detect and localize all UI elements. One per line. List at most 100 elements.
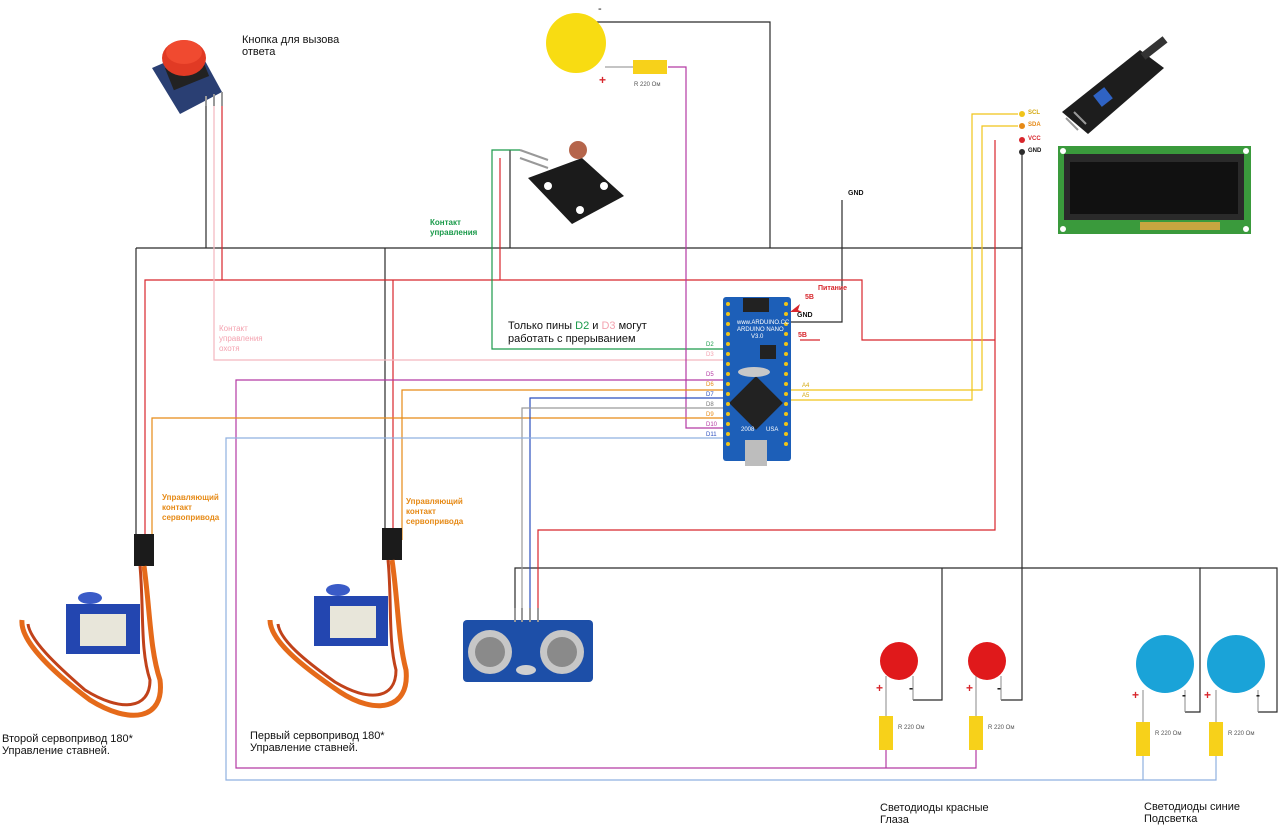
red-leds-caption-line1: Светодиоды красные	[880, 802, 989, 814]
i2c-pin	[1073, 111, 1087, 125]
blue-led-2-plus: +	[1204, 688, 1212, 702]
red-led-1-resistor-label: R 220 Ом	[898, 725, 925, 731]
nano-pin-d10: D10	[706, 422, 718, 428]
power-label-line2: 5В	[805, 294, 814, 301]
nano-pins-right	[784, 302, 788, 446]
ultrasonic-pins	[514, 608, 539, 622]
servo2-connector	[134, 534, 154, 566]
lcd-hole	[1243, 148, 1249, 154]
photoresistor-sensor	[569, 141, 587, 159]
lcd-header	[1140, 222, 1220, 230]
board-text-year: 2008	[741, 427, 755, 433]
blue-led-2-minus: -	[1256, 688, 1260, 702]
photo-hole	[600, 182, 608, 190]
hunt-contact-line3: охотя	[219, 344, 240, 353]
blue-led-2	[1207, 635, 1265, 756]
servo1-caption-line1: Первый сервопривод 180*	[250, 730, 385, 742]
blue-led-1	[1136, 635, 1194, 756]
servo2-caption-line2: Управление ставней.	[2, 745, 110, 757]
nano-pin-d3: D3	[706, 352, 714, 358]
lcd-pin-vcc: VCC	[1028, 136, 1041, 142]
blue-leds-caption-line2: Подсветка	[1144, 813, 1198, 825]
blue-led-2-body	[1207, 635, 1265, 693]
buzzer-resistor	[633, 60, 667, 74]
blue-led-1-resistor	[1136, 722, 1150, 756]
button-cap-top	[166, 40, 202, 64]
gnd-top-label: GND	[848, 190, 864, 197]
red-led-2-resistor-label: R 220 Ом	[988, 725, 1015, 731]
buzzer-minus: -	[598, 3, 602, 15]
photo-signal-wire	[491, 149, 724, 350]
i2c-adapter	[1062, 36, 1168, 134]
photo-hole	[544, 182, 552, 190]
nano-pin-d11: D11	[706, 432, 717, 438]
button-signal-wire	[213, 105, 724, 361]
red-led-2-plus: +	[966, 681, 974, 695]
hunt-contact-line1: Контакт	[219, 324, 248, 333]
interrupt-note-line2: работать с прерыванием	[508, 333, 636, 345]
lcd-hole	[1060, 226, 1066, 232]
photo-contact-line1: Контакт	[430, 218, 461, 227]
red-led-1	[879, 642, 918, 750]
lcd-pin-dots	[1019, 111, 1025, 155]
nano-pin-d8: D8	[706, 402, 714, 408]
nano-pin-d7: D7	[706, 392, 714, 398]
photo-pin	[519, 149, 549, 161]
blue-led-1-resistor-label: R 220 Ом	[1155, 731, 1182, 737]
red-led-2-body	[968, 642, 1006, 680]
lcd-pin-sda: SDA	[1028, 122, 1041, 128]
servo2-caption-line1: Второй сервопривод 180*	[2, 733, 133, 745]
nano-pins-left	[726, 302, 730, 446]
buzzer: - + R 220 Ом	[546, 3, 667, 88]
ultrasonic-echo-wire	[521, 407, 724, 612]
servo2-horn	[78, 592, 102, 604]
gnd-nano	[790, 200, 843, 323]
blue-led-1-minus: -	[1182, 688, 1186, 702]
photo-pin	[519, 157, 549, 169]
servo2-cable	[19, 565, 163, 718]
nano-gnd-label: GND	[797, 312, 813, 319]
servo2-cable-inner	[26, 565, 152, 707]
servo2-contact-line3: сервопривода	[162, 513, 220, 522]
i2c-pot	[1093, 87, 1113, 107]
servo1-contact-line1: Управляющий	[406, 497, 463, 506]
gnd-blue1	[1022, 567, 1201, 713]
ultrasonic-trig-wire	[529, 397, 724, 612]
lcd-pin-scl: SCL	[1028, 110, 1040, 116]
blue-led-1-plus: +	[1132, 688, 1140, 702]
red-led-1-plus: +	[876, 681, 884, 695]
servo1-contact-line3: сервопривода	[406, 517, 464, 526]
photoresistor-module	[519, 141, 624, 224]
photo-hole	[576, 206, 584, 214]
blue-leds-wire	[225, 437, 1217, 781]
i2c-pin	[1065, 117, 1079, 131]
servo2-contact-line2: контакт	[162, 503, 192, 512]
red-led-1-minus: -	[909, 681, 913, 695]
power-arrow	[790, 304, 802, 312]
vcc-bus-wire	[144, 279, 995, 545]
blue-led-2-resistor-label: R 220 Ом	[1228, 731, 1255, 737]
lcd-hole	[1243, 226, 1249, 232]
photo-contact-line2: управления	[430, 228, 478, 237]
blue-led-2-resistor	[1209, 722, 1223, 756]
servo2-signal-wire	[151, 417, 724, 540]
gnd-leds	[913, 568, 943, 701]
nano-crystal	[738, 367, 770, 377]
nano-pin-a4: A4	[802, 383, 810, 389]
nano-pin-d5: D5	[706, 372, 714, 378]
interrupt-note-line1: Только пины D2 и D3 могут	[508, 320, 647, 332]
red-led-2-minus: -	[997, 681, 1001, 695]
servo1-connector	[382, 528, 402, 560]
blue-led-1-body	[1136, 635, 1194, 693]
lcd-pin-gnd: GND	[1028, 148, 1042, 154]
board-text-url: www.ARDUINO.CC	[737, 320, 790, 326]
lcd-hole	[1060, 148, 1066, 154]
blue-leds-caption-line1: Светодиоды синие	[1144, 801, 1241, 813]
photo-board	[528, 158, 624, 224]
servo2-label	[80, 614, 126, 646]
i2c-board	[1062, 50, 1164, 134]
nano-reset	[760, 345, 776, 359]
buzzer-wire	[668, 66, 724, 429]
gnd-buzzer	[595, 21, 771, 248]
